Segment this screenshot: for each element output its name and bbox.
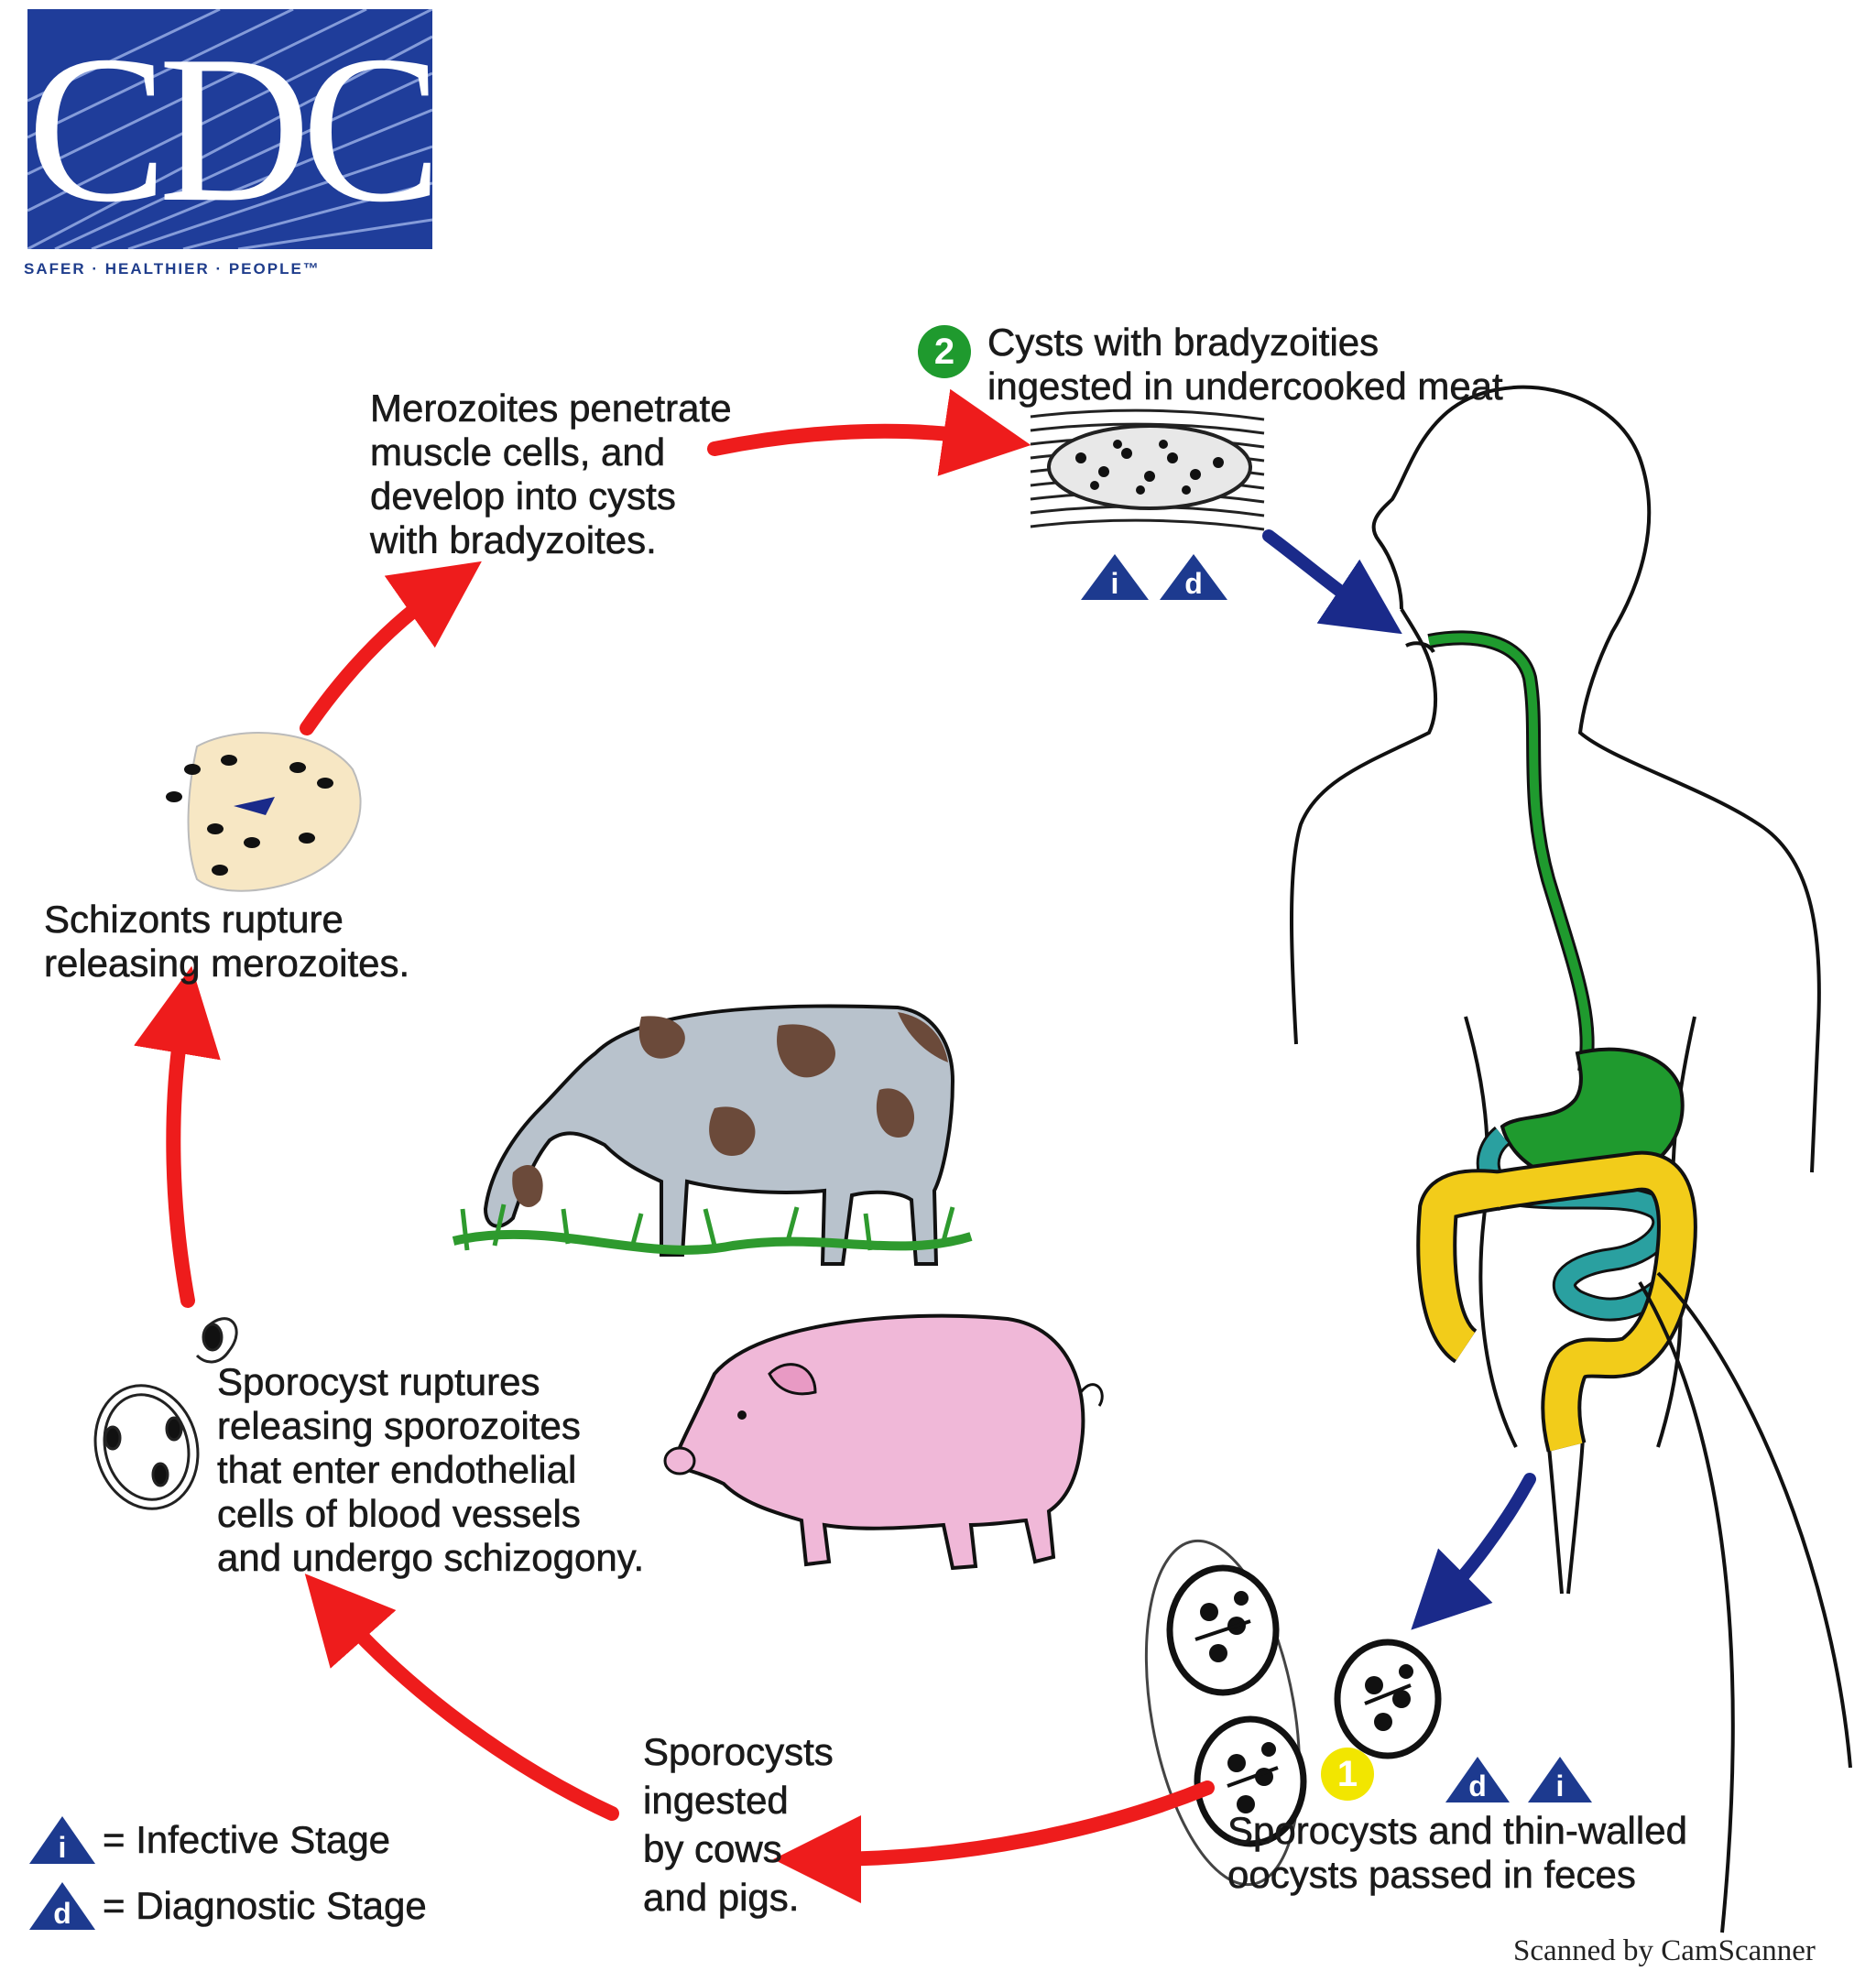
label-schizonts-line-1: Schizonts rupture	[44, 898, 344, 942]
label-step2: Cysts with bradyzoities ingested in unde…	[987, 321, 1503, 408]
digestive-tract	[1416, 630, 1852, 1933]
label-step2-line-1: Cysts with bradyzoities	[987, 321, 1380, 365]
label-sporocyst-ruptures-line-5: and undergo schizogony.	[217, 1536, 645, 1580]
blue-arrows	[1262, 529, 1536, 1630]
badges-muscle	[1081, 554, 1227, 600]
badge-infective-muscle: i	[1111, 567, 1119, 600]
red-arrows	[134, 388, 1215, 1903]
label-step1-line-2: oocysts passed in feces	[1227, 1853, 1637, 1897]
oocysts-feces	[1144, 1539, 1442, 1887]
legend-infective-badge: i	[59, 1831, 67, 1864]
step-1-number: 1	[1321, 1748, 1374, 1801]
label-sporocyst-ruptures-line-1: Sporocyst ruptures	[217, 1360, 540, 1404]
badge-diagnostic-muscle: d	[1184, 567, 1203, 600]
label-sporocysts-ingested-line-4: and pigs.	[643, 1876, 800, 1920]
legend-diagnostic-badge: d	[53, 1897, 71, 1930]
cdc-tagline: SAFER · HEALTHIER · PEOPLE™	[24, 260, 321, 278]
label-step1: Sporocysts and thin-walled oocysts passe…	[1227, 1809, 1688, 1897]
cow-illustration	[452, 1004, 973, 1266]
legend-infective: = Infective Stage	[103, 1818, 391, 1862]
cdc-logo	[27, 9, 432, 249]
label-sporocyst-ruptures: Sporocyst ruptures releasing sporozoites…	[217, 1360, 645, 1580]
label-sporocyst-ruptures-line-4: cells of blood vessels	[217, 1492, 581, 1536]
label-schizonts: Schizonts rupture releasing merozoites.	[44, 898, 410, 986]
badge-infective-feces: i	[1556, 1770, 1565, 1802]
label-step1-line-1: Sporocysts and thin-walled	[1227, 1809, 1688, 1853]
step-2-number: 2	[918, 325, 971, 378]
label-merozoites-line-2: muscle cells, and	[370, 430, 666, 474]
label-sporocysts-ingested: Sporocysts ingested by cows and pigs.	[643, 1727, 834, 1922]
label-schizonts-line-2: releasing merozoites.	[44, 942, 410, 986]
label-sporocysts-ingested-line-3: by cows	[643, 1827, 782, 1871]
badge-diagnostic-feces: d	[1468, 1770, 1487, 1802]
label-merozoites-line-3: develop into cysts	[370, 474, 676, 518]
label-merozoites: Merozoites penetrate muscle cells, and d…	[370, 387, 732, 562]
badges-feces	[1445, 1757, 1592, 1802]
label-merozoites-line-1: Merozoites penetrate	[370, 387, 732, 430]
muscle-cyst-tissue	[1030, 408, 1265, 531]
label-merozoites-line-4: with bradyzoites.	[370, 518, 657, 562]
schizont-cell	[166, 732, 362, 892]
badges-legend	[29, 1816, 95, 1930]
label-sporocyst-ruptures-line-3: that enter endothelial	[217, 1448, 577, 1492]
cdc-logo-text: CDC	[27, 12, 442, 245]
sporocyst-rupture	[93, 1317, 238, 1510]
label-step2-line-2: ingested in undercooked meat	[987, 365, 1503, 408]
label-sporocyst-ruptures-line-2: releasing sporozoites	[217, 1404, 581, 1448]
legend-diagnostic: = Diagnostic Stage	[103, 1884, 427, 1928]
label-sporocysts-ingested-line-1: Sporocysts	[643, 1730, 834, 1774]
pig-illustration	[663, 1313, 1104, 1571]
label-sporocysts-ingested-line-2: ingested	[643, 1779, 789, 1823]
scanner-watermark: Scanned by CamScanner	[1513, 1934, 1816, 1967]
